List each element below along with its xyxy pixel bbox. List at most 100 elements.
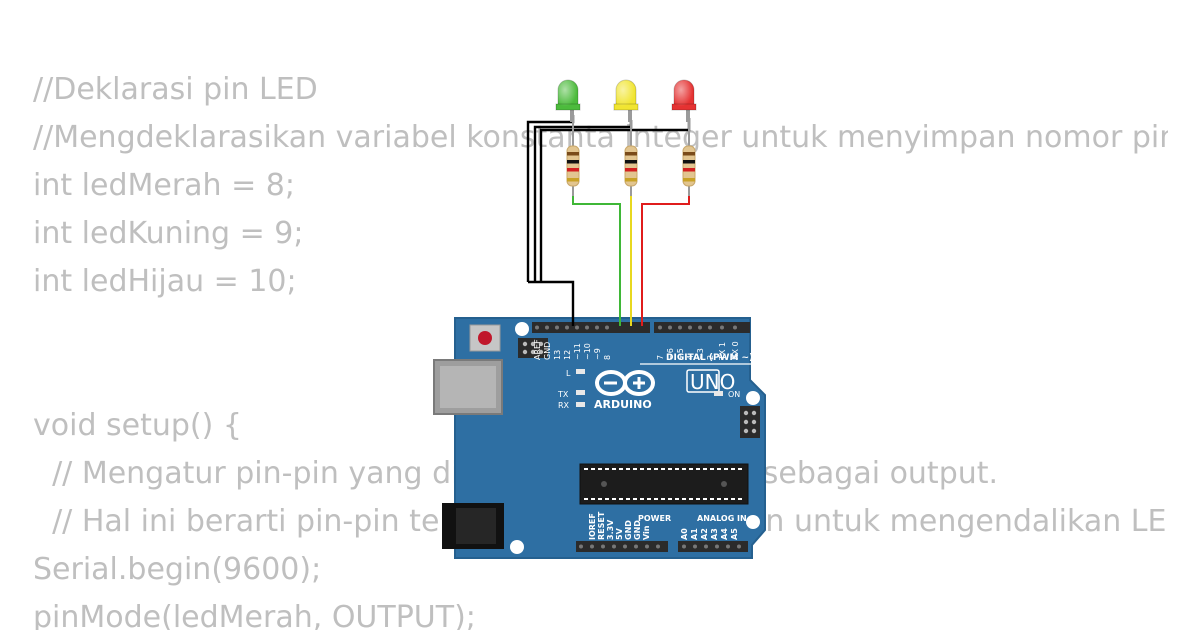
digital-pin-hole[interactable] (545, 325, 549, 330)
analog-pin-hole[interactable] (726, 544, 730, 549)
led-yellow[interactable] (613, 79, 639, 132)
power-pin-hole[interactable] (612, 544, 616, 549)
analog-pin-label: A2 (700, 528, 709, 540)
analog-pin-hole[interactable] (715, 544, 719, 549)
digital-pin-hole[interactable] (585, 325, 589, 330)
l-led-label: L (566, 369, 571, 378)
digital-pin-hole[interactable] (733, 325, 737, 330)
digital-pin-label: ~5 (676, 348, 685, 360)
analog-pin-label: A0 (680, 528, 689, 540)
digital-pin-label: ~10 (583, 343, 592, 360)
rx-led (576, 402, 585, 407)
code-line: int ledHijau = 10; (33, 264, 297, 299)
digital-pin-hole[interactable] (565, 325, 569, 330)
digital-pin-label: 2 (706, 355, 715, 360)
code-line: Serial.begin(9600); (33, 552, 322, 587)
power-header[interactable] (576, 541, 668, 552)
on-led (714, 391, 723, 396)
code-line: int ledMerah = 8; (33, 168, 295, 203)
power-pin-hole[interactable] (623, 544, 627, 549)
digital-pin-hole[interactable] (535, 325, 539, 330)
digital-pin-label: TX 1 (718, 342, 727, 361)
analog-header[interactable] (678, 541, 748, 552)
board-model: UNO (690, 370, 735, 394)
analog-pin-label: A5 (730, 528, 739, 540)
code-line: int ledKuning = 9; (33, 216, 304, 251)
digital-pin-hole[interactable] (698, 325, 702, 330)
icsp-header-left (518, 338, 548, 358)
power-pin-hole[interactable] (601, 544, 605, 549)
power-jack-inner (456, 508, 496, 544)
digital-pin-hole[interactable] (555, 325, 559, 330)
power-pin-label: Vin (642, 525, 651, 540)
mounting-hole (510, 540, 524, 554)
code-line: //Mengdeklarasikan variabel konstanta in… (33, 120, 1168, 155)
on-label: ON (728, 390, 740, 399)
digital-pin-hole[interactable] (575, 325, 579, 330)
digital-pin-label: 4 (686, 355, 695, 360)
power-pin-label: 5V (615, 527, 624, 540)
digital-pin-label: 12 (563, 350, 572, 360)
icsp-header-right (740, 406, 760, 438)
digital-header[interactable] (532, 322, 750, 333)
power-pin-hole[interactable] (656, 544, 660, 549)
led-green[interactable] (555, 79, 581, 132)
led-red[interactable] (671, 79, 697, 132)
digital-pin-hole[interactable] (708, 325, 712, 330)
digital-pin-label: ~3 (696, 348, 705, 360)
analog-pin-label: A4 (720, 528, 729, 540)
power-label: POWER (638, 514, 671, 523)
signal-wire-green (572, 190, 621, 326)
digital-pin-hole[interactable] (605, 325, 609, 330)
digital-pin-hole[interactable] (688, 325, 692, 330)
digital-pin-label: 7 (656, 355, 665, 360)
digital-pin-label: ~6 (666, 348, 675, 360)
resistor[interactable] (624, 132, 638, 196)
power-pin-hole[interactable] (590, 544, 594, 549)
tx-led-label: TX (557, 390, 569, 399)
signal-wire-red (641, 190, 690, 326)
reset-button[interactable] (469, 324, 501, 352)
digital-pin-hole[interactable] (720, 325, 724, 330)
power-pin-hole[interactable] (634, 544, 638, 549)
code-line: void setup() { (33, 408, 242, 443)
digital-pin-label: GND (543, 342, 552, 360)
power-pin-label: RESET (597, 511, 606, 540)
tx-led (576, 390, 585, 395)
bottom-header-pins (579, 544, 741, 549)
arduino-logo-icon (595, 370, 655, 396)
power-pin-label: GND (633, 520, 642, 540)
resistor[interactable] (566, 132, 580, 196)
leds[interactable] (555, 79, 697, 132)
analog-pin-hole[interactable] (704, 544, 708, 549)
digital-label: DIGITAL (PWM ~) (666, 353, 753, 363)
mounting-hole (746, 515, 760, 529)
resistor[interactable] (682, 132, 696, 196)
digital-pin-label: AREF (533, 339, 542, 360)
power-pin-label: IOREF (588, 513, 597, 540)
power-pin-hole[interactable] (579, 544, 583, 549)
analog-label: ANALOG IN (697, 514, 747, 523)
digital-pin-hole[interactable] (678, 325, 682, 330)
l-led (576, 369, 585, 374)
rx-led-label: RX (558, 401, 570, 410)
digital-pin-label: ~11 (573, 343, 582, 360)
digital-pin-hole[interactable] (668, 325, 672, 330)
digital-pin-label: 13 (553, 350, 562, 360)
digital-pin-label: ~9 (593, 348, 602, 360)
analog-pin-hole[interactable] (693, 544, 697, 549)
analog-pin-hole[interactable] (682, 544, 686, 549)
usb-connector-face (440, 366, 496, 408)
digital-pin-hole[interactable] (595, 325, 599, 330)
board-brand: ARDUINO (594, 398, 652, 411)
code-line: //Deklarasi pin LED (33, 72, 318, 107)
analog-pin-hole[interactable] (737, 544, 741, 549)
power-pin-hole[interactable] (645, 544, 649, 549)
ground-wires (526, 115, 691, 326)
digital-pin-hole[interactable] (658, 325, 662, 330)
